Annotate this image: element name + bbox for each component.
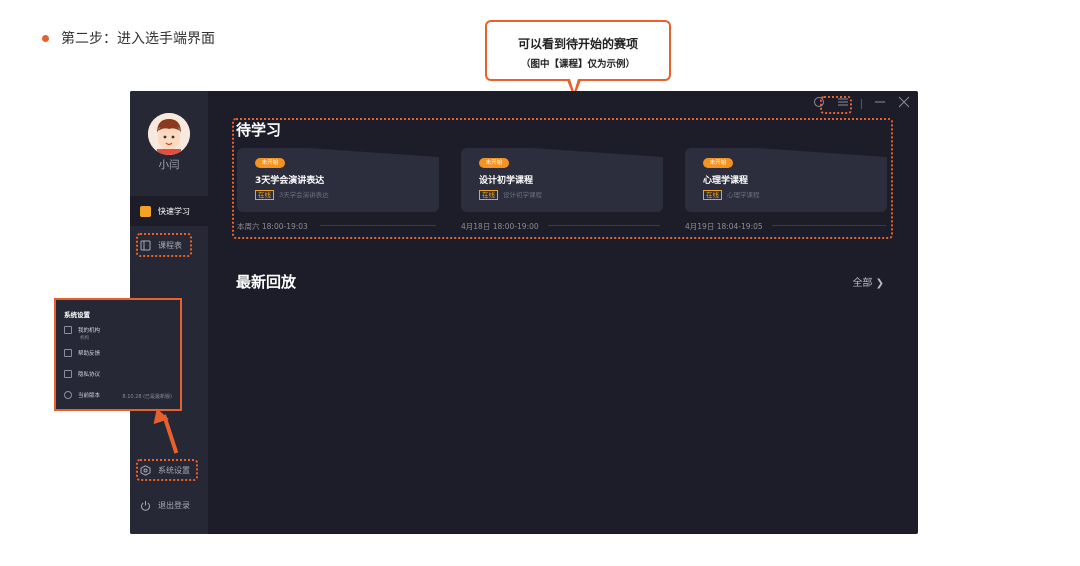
popup-item-organization[interactable]: 我的机构: [64, 326, 100, 334]
course-time: 本周六 18:00-19:03: [237, 222, 308, 231]
sidebar-item-label: 课程表: [158, 240, 182, 250]
power-icon: [140, 500, 151, 511]
status-badge: 未开始: [479, 158, 509, 168]
replay-title: 最新回放: [236, 273, 297, 291]
sidebar-item-logout[interactable]: 退出登录: [130, 490, 208, 520]
app-window: 小闫 快速学习 课程表 系统设置 退出登录: [130, 91, 918, 534]
calendar-icon: [140, 240, 151, 251]
callout-line-1: 可以看到待开始的赛项: [517, 37, 638, 51]
popup-item-label: 帮助反馈: [78, 351, 101, 357]
sidebar-item-settings[interactable]: 系统设置: [130, 455, 208, 485]
course-time: 4月18日 18:00-19:00: [461, 222, 539, 231]
highlight-settings: [136, 459, 198, 481]
popup-item-label: 当前版本: [78, 393, 101, 399]
organization-icon: [64, 326, 72, 334]
popup-item-feedback[interactable]: 帮助反馈: [64, 349, 100, 357]
sidebar-item-schedule[interactable]: 课程表: [130, 230, 208, 260]
info-icon: [64, 391, 72, 399]
highlight-schedule: [136, 233, 192, 257]
avatar[interactable]: [148, 113, 190, 155]
popup-title: 系统设置: [64, 311, 90, 319]
avatar-face-icon: [148, 113, 190, 155]
course-card[interactable]: 未开始 3天学会演讲表达 在线 3天学会演讲表达: [237, 148, 439, 212]
view-all-link[interactable]: 全部 ❯: [852, 278, 884, 289]
popup-item-label: 隐私协议: [78, 372, 101, 378]
close-icon[interactable]: [898, 96, 910, 112]
bullet-dot-icon: [42, 34, 49, 42]
menu-icon[interactable]: [837, 96, 849, 112]
divider: [861, 99, 862, 109]
callout-pointer-inner: [570, 79, 578, 92]
username: 小闫: [158, 159, 180, 171]
course-subtitle: 心理学课程: [727, 191, 760, 199]
course-title: 设计初学课程: [479, 176, 534, 186]
sidebar-item-label: 系统设置: [158, 465, 190, 475]
popup-item-version[interactable]: 当前版本: [64, 391, 100, 399]
pending-title: 待学习: [236, 121, 282, 139]
sidebar-item-label: 退出登录: [158, 500, 190, 510]
lock-icon: [64, 370, 72, 378]
popup-item-label: 我的机构: [78, 328, 101, 334]
callout-line-2: （图中【课程】仅为示例）: [520, 59, 635, 70]
sidebar-item-quick-learn[interactable]: 快速学习: [130, 196, 208, 226]
status-badge: 未开始: [255, 158, 285, 168]
version-value: 8.10.28 (已是最新版): [122, 394, 172, 400]
timeline-divider: [772, 225, 886, 226]
course-title: 3天学会演讲表达: [255, 176, 325, 186]
highlight-menu: [820, 96, 852, 114]
annotation-callout: 可以看到待开始的赛项 （图中【课程】仅为示例）: [485, 20, 671, 81]
minimize-icon[interactable]: [874, 96, 886, 112]
quick-learn-icon: [140, 205, 151, 217]
feedback-icon: [64, 349, 72, 357]
online-tag: 在线: [703, 190, 722, 200]
timeline-divider: [548, 225, 660, 226]
course-subtitle: 3天学会演讲表达: [279, 191, 329, 199]
popup-item-sub: 机构: [80, 336, 89, 341]
course-title: 心理学课程: [703, 176, 749, 186]
online-tag: 在线: [479, 190, 498, 200]
online-tag: 在线: [255, 190, 274, 200]
course-card[interactable]: 未开始 心理学课程 在线 心理学课程: [685, 148, 887, 212]
refresh-icon[interactable]: [813, 96, 825, 112]
window-controls: [813, 96, 910, 112]
status-badge: 未开始: [703, 158, 733, 168]
instruction-text: 第二步：进入选手端界面: [61, 31, 215, 47]
instruction-step: 第二步：进入选手端界面: [42, 28, 215, 48]
course-time: 4月19日 18:04-19:05: [685, 222, 763, 231]
popup-item-privacy[interactable]: 隐私协议: [64, 370, 100, 378]
settings-hexagon-icon: [140, 464, 151, 476]
settings-popup: 系统设置 我的机构 机构 帮助反馈 隐私协议 当前版本 8.10.28 (已是最…: [54, 298, 182, 411]
sidebar-item-label: 快速学习: [158, 206, 190, 216]
highlight-pending: [232, 118, 893, 239]
timeline-divider: [320, 225, 436, 226]
course-card[interactable]: 未开始 设计初学课程 在线 设计初学课程: [461, 148, 663, 212]
course-subtitle: 设计初学课程: [503, 191, 542, 199]
